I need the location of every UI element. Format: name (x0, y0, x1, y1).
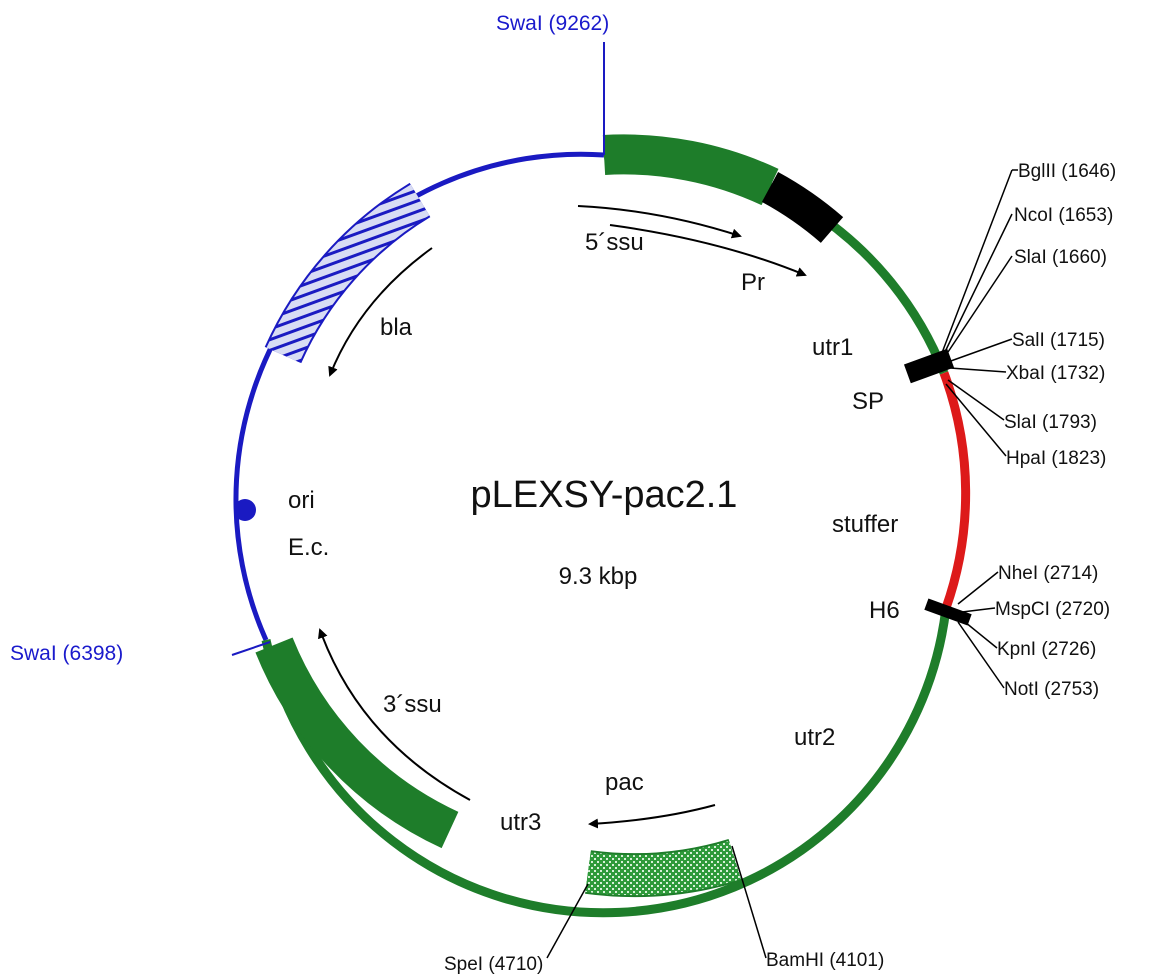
stuffer-arc (939, 371, 971, 610)
label-ec: E.c. (288, 534, 329, 561)
plasmid-title: pLEXSY-pac2.1 (471, 474, 738, 516)
three-ssu-block (255, 637, 459, 849)
bla-block-fill (266, 184, 430, 363)
site-noti: NotI (2753) (1004, 679, 1099, 700)
five-ssu-arrow (577, 205, 742, 239)
label-ori: ori (288, 487, 315, 514)
label-utr2: utr2 (794, 724, 835, 751)
swal-left-tick (231, 641, 271, 656)
site-hpai: HpaI (1823) (1006, 448, 1106, 469)
three-ssu-arrow (318, 628, 471, 801)
backbone-blue-arc (233, 151, 605, 642)
label-stuffer: stuffer (832, 511, 898, 538)
site-lines-upper (939, 169, 1018, 457)
site-sali: SalI (1715) (1012, 330, 1105, 351)
site-nhei: NheI (2714) (998, 563, 1098, 584)
bamhi-line (731, 845, 767, 959)
plasmid-size: 9.3 kbp (559, 563, 638, 590)
label-utr3: utr3 (500, 809, 541, 836)
site-kpni: KpnI (2726) (997, 639, 1096, 660)
label-three-ssu: 3´ssu (383, 691, 442, 718)
spel-line (546, 883, 589, 959)
label-pac: pac (605, 769, 644, 796)
site-xbai: XbaI (1732) (1006, 363, 1105, 384)
label-h6: H6 (869, 597, 900, 624)
bla-arrow (328, 247, 433, 377)
label-pr: Pr (741, 269, 765, 296)
label-sp: SP (852, 388, 884, 415)
site-mspci: MspCI (2720) (995, 599, 1110, 620)
site-bglii: BglII (1646) (1018, 161, 1116, 182)
pr-block (761, 172, 844, 244)
label-utr1: utr1 (812, 334, 853, 361)
pr-arrow (609, 224, 807, 277)
pac-block-fill (585, 840, 741, 896)
site-lines-lower (957, 571, 1005, 689)
site-swal-top: SwaI (9262) (496, 12, 609, 35)
backbone-green-lower-arc (261, 607, 951, 918)
label-bla: bla (380, 314, 413, 341)
label-five-ssu: 5´ssu (585, 229, 644, 256)
site-ncoi: NcoI (1653) (1014, 205, 1113, 226)
site-spei: SpeI (4710) (444, 954, 543, 975)
ori-marker (234, 499, 256, 521)
five-ssu-block (602, 134, 779, 206)
pac-arrow (588, 804, 716, 829)
site-swal-left: SwaI (6398) (10, 642, 123, 665)
site-bamhi: BamHI (4101) (766, 950, 884, 971)
site-slai-1: SlaI (1660) (1014, 247, 1107, 268)
site-slai-2: SlaI (1793) (1004, 412, 1097, 433)
